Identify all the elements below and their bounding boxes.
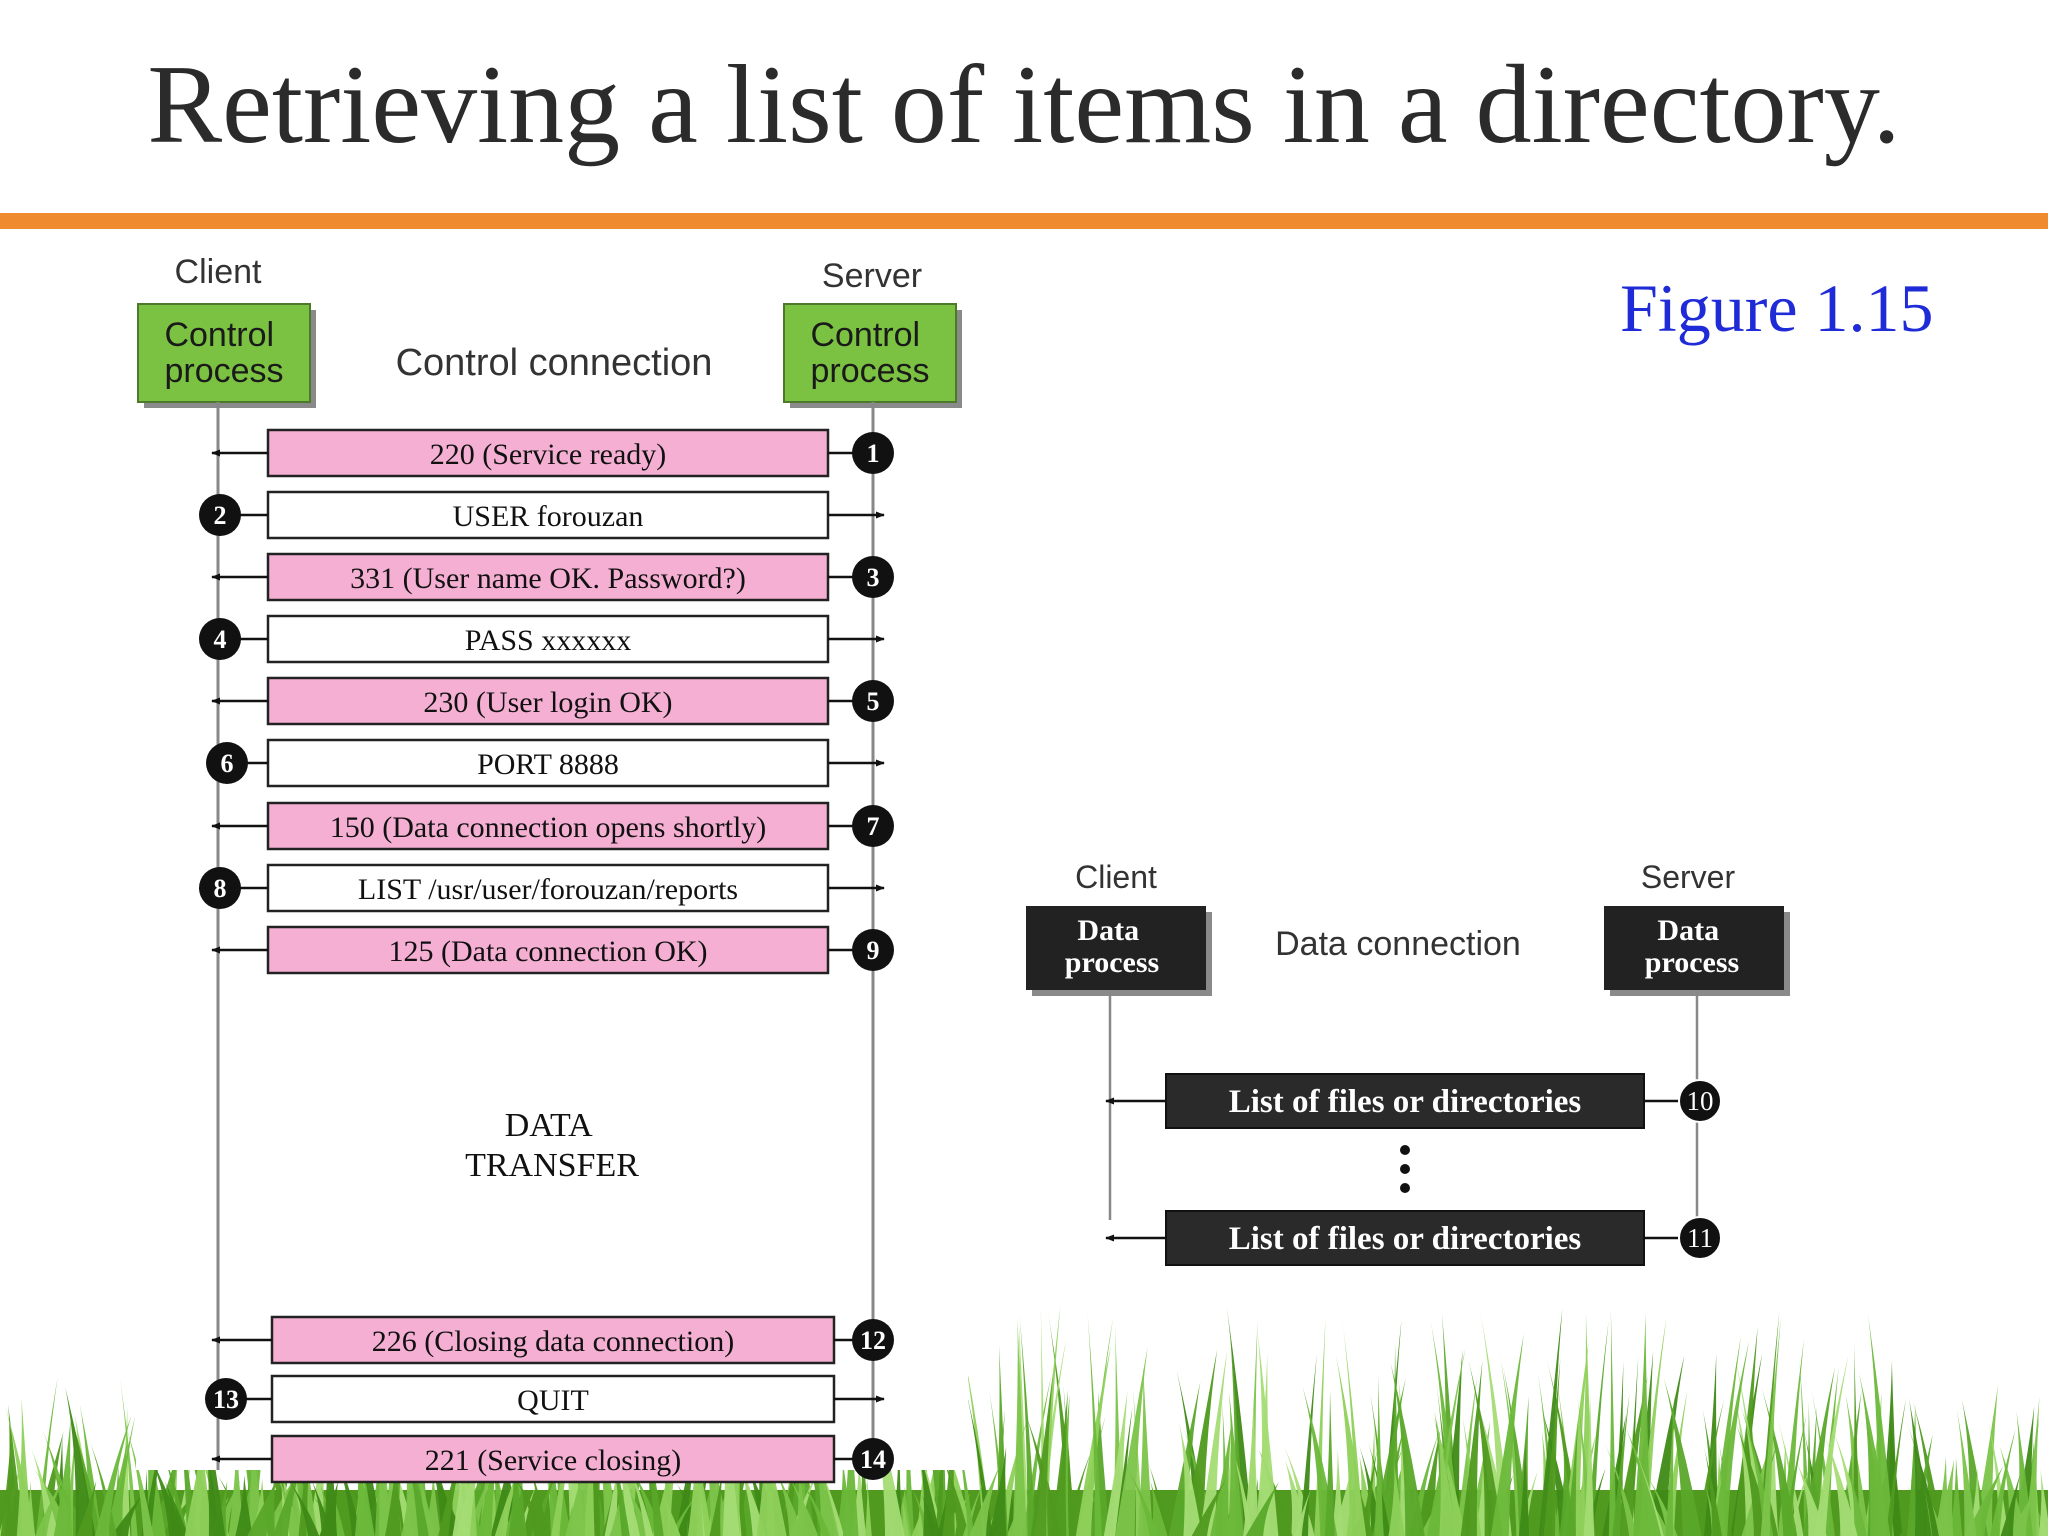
data-message-10: List of files or directories 10 [1105, 1073, 1722, 1129]
control-message-5: 230 (User login OK) 5 [211, 676, 894, 726]
control-message-13: QUIT 13 [205, 1374, 885, 1424]
step-badge: 8 [199, 867, 241, 909]
step-badge: 7 [852, 805, 894, 847]
control-server-label: Server [822, 257, 922, 295]
control-client-box-text: Control [164, 316, 274, 354]
step-number: 13 [213, 1385, 239, 1414]
step-number: 14 [860, 1445, 886, 1474]
message-text: 226 (Closing data connection) [372, 1325, 734, 1358]
data-diagram: Client Server Data process Data process … [1026, 859, 1790, 1266]
step-badge: 6 [206, 742, 248, 784]
data-server-label: Server [1641, 859, 1736, 895]
control-server-box-text-line-2: process [810, 352, 929, 390]
data-client-box-text-line-2: process [1065, 946, 1159, 979]
control-client-box-text-line-2: process [164, 352, 283, 390]
control-message-7: 150 (Data connection opens shortly) 7 [211, 801, 894, 851]
step-number: 1 [867, 439, 880, 468]
data-client-box [1026, 906, 1206, 990]
control-message-8: LIST /usr/user/forouzan/reports 8 [199, 863, 885, 913]
control-client-box [137, 303, 311, 403]
step-number: 7 [867, 812, 880, 841]
step-number: 11 [1687, 1223, 1713, 1253]
message-text: List of files or directories [1229, 1084, 1582, 1120]
control-message-3: 331 (User name OK. Password?) 3 [211, 552, 894, 602]
message-text: USER forouzan [453, 500, 644, 533]
data-server-box-label: Data process [1645, 914, 1739, 979]
step-badge: 13 [205, 1378, 247, 1420]
figure-label: Figure 1.15 [1620, 270, 1934, 346]
step-badge: 12 [852, 1319, 894, 1361]
step-badge: 9 [852, 929, 894, 971]
data-server-box-text-line-2: process [1645, 946, 1739, 979]
step-badge: 2 [199, 494, 241, 536]
data-client-box-label: Data process [1065, 914, 1159, 979]
control-connection-label: Control connection [396, 342, 713, 384]
data-transfer-label: DATA TRANSFER [465, 1107, 639, 1184]
control-message-4: PASS xxxxxx 4 [199, 614, 885, 664]
message-text: 331 (User name OK. Password?) [350, 562, 746, 595]
data-client-box-text: Data [1077, 914, 1139, 947]
message-box [266, 552, 830, 602]
step-badge: 4 [199, 618, 241, 660]
message-box [1165, 1210, 1645, 1266]
control-message-12: 226 (Closing data connection) 12 [211, 1315, 894, 1365]
control-server-box [783, 303, 957, 403]
message-text: QUIT [517, 1384, 589, 1417]
message-text: 150 (Data connection opens shortly) [330, 811, 767, 844]
step-number: 2 [214, 501, 227, 530]
step-badge: 14 [852, 1438, 894, 1480]
control-message-14: 221 (Service closing) 14 [211, 1434, 894, 1484]
step-badge: 1 [852, 432, 894, 474]
message-box [270, 1315, 836, 1365]
message-text: LIST /usr/user/forouzan/reports [358, 873, 738, 906]
control-message-6: PORT 8888 6 [206, 738, 885, 788]
step-badge: 5 [852, 680, 894, 722]
control-server-box-text: Control [810, 316, 920, 354]
step-number: 12 [860, 1326, 886, 1355]
control-message-9: 125 (Data connection OK) 9 [211, 925, 894, 975]
data-connection-label: Data connection [1275, 925, 1521, 963]
data-transfer-line-2: TRANSFER [465, 1147, 639, 1184]
step-number: 3 [867, 563, 880, 592]
step-number: 8 [214, 874, 227, 903]
control-client-box-label: Control process [164, 316, 283, 390]
data-message-11: List of files or directories 11 [1105, 1210, 1722, 1266]
message-box [270, 1374, 836, 1424]
message-text: List of files or directories [1229, 1221, 1582, 1257]
step-number: 6 [221, 749, 234, 778]
control-client-label: Client [175, 253, 262, 291]
control-diagram: Client Server Control process Control pr… [137, 253, 962, 1484]
control-server-box-label: Control process [810, 316, 929, 390]
step-badge: 11 [1678, 1216, 1722, 1260]
data-server-box-text: Data [1657, 914, 1719, 947]
message-text: PORT 8888 [477, 748, 619, 781]
accent-bar [0, 213, 2048, 229]
step-number: 5 [867, 687, 880, 716]
step-number: 10 [1687, 1086, 1714, 1116]
step-number: 9 [867, 936, 880, 965]
data-client-label: Client [1075, 859, 1157, 895]
message-text: 221 (Service closing) [425, 1444, 682, 1477]
slide-title: Retrieving a list of items in a director… [147, 43, 1901, 167]
control-message-1: 220 (Service ready) 1 [211, 428, 894, 478]
message-text: 220 (Service ready) [430, 438, 667, 471]
message-text: PASS xxxxxx [465, 624, 631, 657]
data-transfer-line-1: DATA [505, 1107, 593, 1144]
step-badge: 3 [852, 556, 894, 598]
control-message-2: USER forouzan 2 [199, 490, 885, 540]
data-server-box [1604, 906, 1784, 990]
message-text: 125 (Data connection OK) [388, 935, 707, 968]
message-box [1165, 1073, 1645, 1129]
step-number: 4 [214, 625, 227, 654]
ellipsis-dots [1400, 1145, 1410, 1193]
message-text: 230 (User login OK) [423, 686, 672, 719]
step-badge: 10 [1678, 1079, 1722, 1123]
message-box [266, 614, 830, 664]
